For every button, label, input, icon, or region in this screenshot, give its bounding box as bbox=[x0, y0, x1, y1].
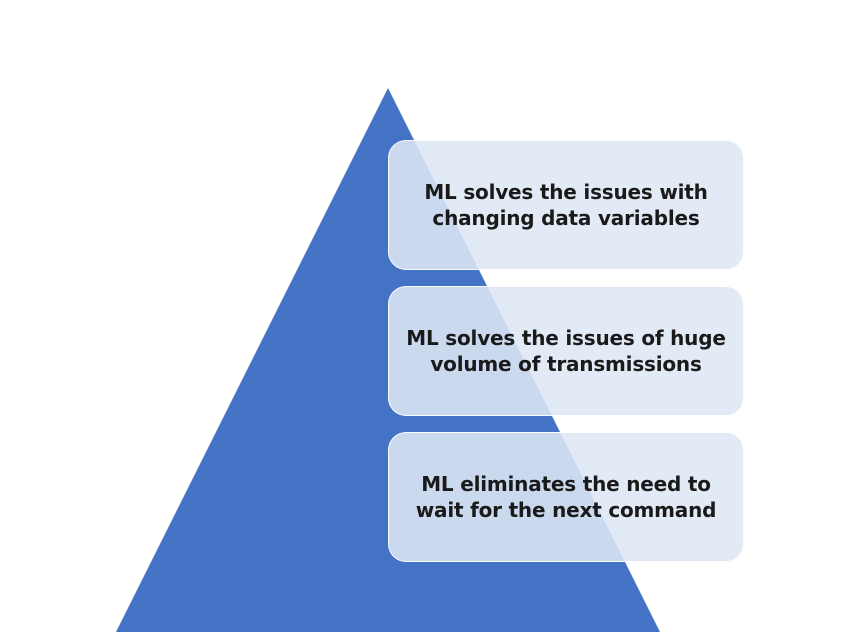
pyramid-level-3-text: ML eliminates the need to wait for the n… bbox=[415, 472, 717, 522]
pyramid-level-2-box: ML solves the issues of huge volume of t… bbox=[388, 286, 744, 416]
pyramid-level-2-text: ML solves the issues of huge volume of t… bbox=[406, 326, 726, 376]
pyramid-level-3-box: ML eliminates the need to wait for the n… bbox=[388, 432, 744, 562]
pyramid-level-1-box: ML solves the issues with changing data … bbox=[388, 140, 744, 270]
pyramid-level-1-text: ML solves the issues with changing data … bbox=[424, 180, 708, 230]
